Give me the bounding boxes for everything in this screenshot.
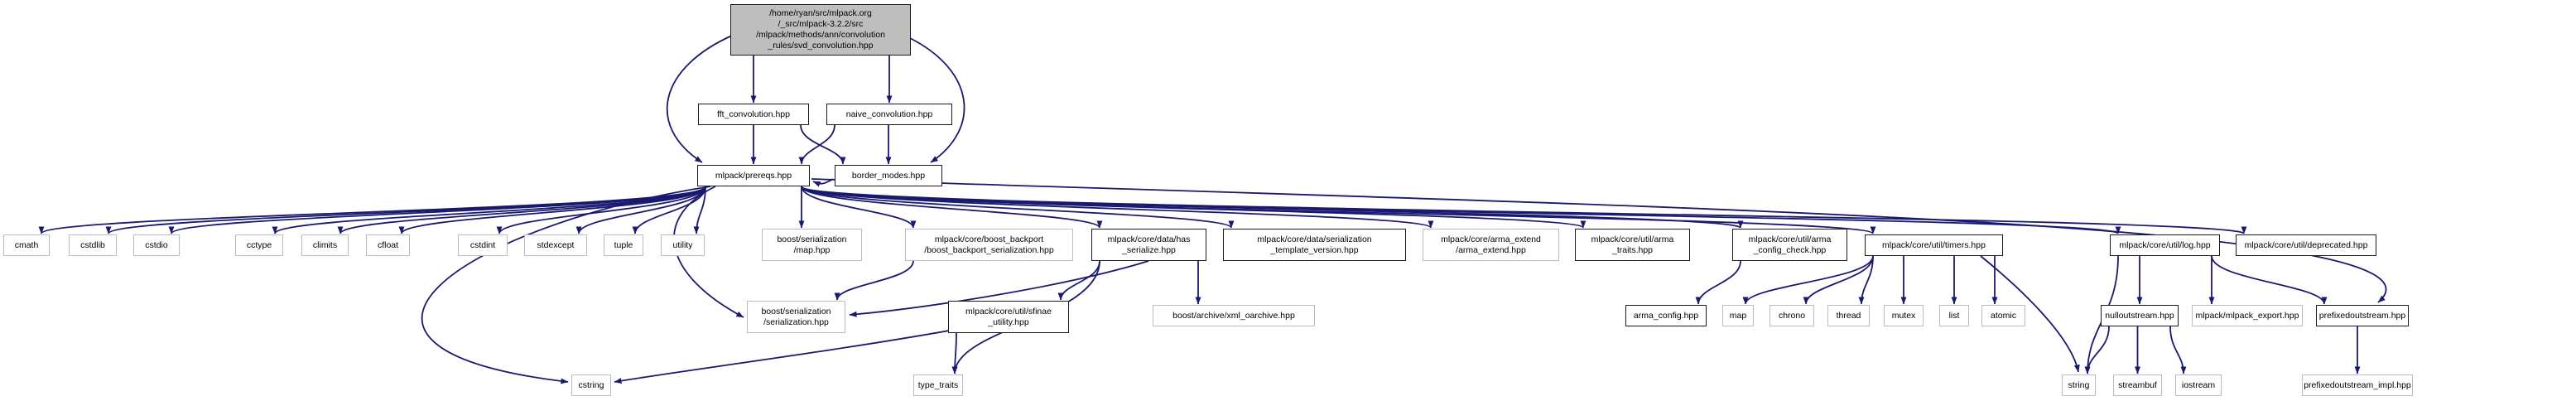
edge-boost_backport-boost_serialization: [834, 260, 914, 301]
node-map: map: [1722, 305, 1754, 326]
node-prereqs[interactable]: mlpack/prereqs.hpp: [697, 165, 810, 186]
node-xml_oarchive: boost/archive/xml_oarchive.hpp: [1153, 305, 1315, 326]
edge-prereqs-arma_extend: [801, 186, 1434, 229]
node-arma_traits[interactable]: mlpack/core/util/arma _traits.hpp: [1575, 229, 1690, 261]
node-border_modes[interactable]: border_modes.hpp: [835, 165, 942, 186]
edge-prereqs-climits: [337, 186, 706, 234]
node-utility: utility: [661, 234, 705, 256]
edge-prereqs-prefixedoutstream: [811, 178, 2387, 303]
edge-root-prereqs: [666, 34, 734, 163]
node-ser_template[interactable]: mlpack/core/data/serialization _template…: [1223, 229, 1406, 261]
edge-prereqs-ser_template: [801, 186, 1235, 229]
node-cmath: cmath: [3, 234, 50, 256]
node-arma_extend: mlpack/core/arma_extend /arma_extend.hpp: [1423, 229, 1559, 261]
node-cfloat: cfloat: [366, 234, 410, 256]
edge-timers-map: [1742, 255, 1874, 305]
edge-arma_config_check-arma_config: [1695, 260, 1741, 305]
edge-prereqs-deprecated: [801, 186, 2246, 234]
node-cstring: cstring: [571, 374, 611, 396]
node-fft_convolution[interactable]: fft_convolution.hpp: [698, 104, 809, 125]
edge-sfinae-cstring: [614, 329, 955, 384]
node-cstdio: cstdio: [133, 234, 180, 256]
node-cstdlib: cstdlib: [69, 234, 117, 256]
node-sfinae[interactable]: mlpack/core/util/sfinae _utility.hpp: [948, 301, 1069, 333]
node-arma_config[interactable]: arma_config.hpp: [1625, 305, 1707, 326]
node-root: /home/ryan/src/mlpack.org /_src/mlpack-3…: [730, 4, 911, 56]
node-deprecated[interactable]: mlpack/core/util/deprecated.hpp: [2236, 234, 2376, 256]
edge-has_serialize-boost_serialization: [849, 260, 1149, 317]
node-boost_serialization: boost/serialization /serialization.hpp: [747, 301, 845, 333]
edge-timers-chrono: [1803, 255, 1874, 305]
edge-prereqs-boost_backport: [801, 186, 917, 229]
node-stdexcept: stdexcept: [524, 234, 587, 256]
node-string: string: [2062, 374, 2096, 396]
edge-sfinae-type_traits: [951, 332, 958, 374]
node-chrono: chrono: [1769, 305, 1814, 326]
edge-timers-thread: [1858, 255, 1874, 305]
node-has_serialize[interactable]: mlpack/core/data/has _serialize.hpp: [1091, 229, 1206, 261]
edge-prereqs-timers: [801, 186, 1876, 234]
node-cstdint: cstdint: [458, 234, 508, 256]
edge-prereqs-cfloat: [398, 186, 706, 234]
edge-prereqs-cstdio: [168, 186, 706, 234]
edge-fft_convolution-border_modes: [800, 124, 846, 165]
edge-naive_convolution-prereqs: [798, 124, 835, 165]
node-type_traits: type_traits: [913, 374, 963, 396]
edge-nulloutstream-string: [2084, 326, 2110, 374]
edge-prereqs-stdexcept: [575, 186, 706, 234]
edge-prereqs-cctype: [272, 186, 706, 234]
node-mlpack_export: mlpack/mlpack_export.hpp: [2192, 305, 2303, 326]
node-arma_config_check[interactable]: mlpack/core/util/arma _config_check.hpp: [1732, 229, 1847, 261]
node-iostream: iostream: [2175, 374, 2222, 396]
node-boost_map: boost/serialization /map.hpp: [762, 229, 862, 261]
node-climits: climits: [301, 234, 349, 256]
edge-prereqs-cstring: [421, 186, 711, 384]
node-cctype: cctype: [235, 234, 283, 256]
node-thread: thread: [1827, 305, 1870, 326]
node-list: list: [1939, 305, 1969, 326]
node-timers[interactable]: mlpack/core/util/timers.hpp: [1865, 234, 2003, 256]
node-atomic: atomic: [1981, 305, 2025, 326]
node-prefixedoutstream[interactable]: prefixedoutstream.hpp: [2316, 305, 2409, 326]
edge-nulloutstream-iostream: [2169, 326, 2187, 374]
edge-prereqs-has_serialize: [801, 186, 1103, 229]
node-prefixedoutstream_impl: prefixedoutstream_impl.hpp: [2302, 374, 2413, 396]
node-streambuf: streambuf: [2113, 374, 2162, 396]
edge-prereqs-cstdint: [496, 186, 706, 234]
node-log[interactable]: mlpack/core/util/log.hpp: [2110, 234, 2220, 256]
node-boost_backport: mlpack/core/boost_backport /boost_backpo…: [905, 229, 1073, 261]
node-naive_convolution[interactable]: naive_convolution.hpp: [826, 104, 952, 125]
node-mutex: mutex: [1884, 305, 1924, 326]
edge-log-prefixedoutstream: [2211, 255, 2328, 305]
edge-timers-string: [1980, 255, 2080, 373]
node-tuple: tuple: [604, 234, 643, 256]
edge-root-border_modes: [908, 36, 965, 163]
node-nulloutstream[interactable]: nulloutstream.hpp: [2101, 305, 2179, 326]
